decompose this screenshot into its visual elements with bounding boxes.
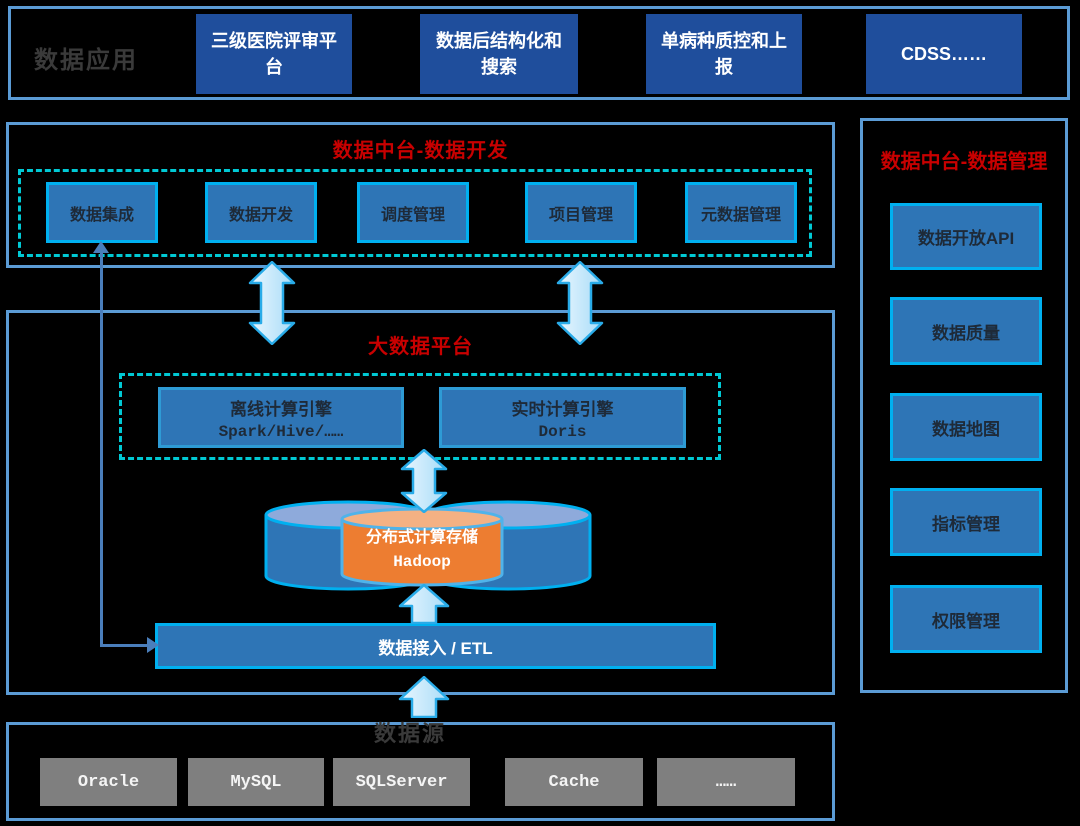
dev-dashed-group [18,169,812,257]
dev-box-data-development: 数据开发 [205,182,317,243]
mgmt-box-data-quality: 数据质量 [890,297,1042,365]
up-arrow-icon [398,584,450,624]
mgmt-layer-frame [860,118,1068,693]
connector-arrowhead-right-icon [147,637,159,653]
engine-tech: Spark/Hive/…… [218,422,344,441]
dev-box-scheduling: 调度管理 [357,182,469,243]
app-layer-frame [8,6,1070,100]
engine-tech: Doris [538,422,587,441]
double-arrow-icon [248,261,296,345]
storage-tech: Hadoop [393,553,451,571]
connector-line-vertical [100,252,103,646]
double-arrow-icon [556,261,604,345]
storage-name: 分布式计算存储 [365,529,478,546]
connector-arrowhead-up-icon [93,241,109,253]
mgmt-box-indicator-mgmt: 指标管理 [890,488,1042,556]
app-layer-label: 数据应用 [34,47,138,74]
mgmt-box-data-map: 数据地图 [890,393,1042,461]
mgmt-box-open-api: 数据开放API [890,203,1042,270]
engine-name: 实时计算引擎 [511,399,614,419]
up-arrow-icon [398,676,450,718]
mgmt-layer-title: 数据中台-数据管理 [880,151,1048,173]
source-box-sqlserver: SQLServer [333,758,470,806]
source-box-mysql: MySQL [188,758,324,806]
source-layer-label: 数据源 [373,721,446,746]
dev-box-data-integration: 数据集成 [46,182,158,243]
engine-name: 离线计算引擎 [230,399,332,419]
mgmt-box-permission-mgmt: 权限管理 [890,585,1042,653]
double-arrow-icon [400,449,448,513]
source-box-more: …… [657,758,795,806]
dev-box-metadata-mgmt: 元数据管理 [685,182,797,243]
etl-bar: 数据接入 / ETL [155,623,716,669]
app-box-structuring-search: 数据后结构化和搜索 [420,14,578,94]
source-layer-frame [6,722,835,821]
platform-layer-title: 大数据平台 [368,336,473,358]
dev-box-project-mgmt: 项目管理 [525,182,637,243]
app-box-disease-qc: 单病种质控和上报 [646,14,802,94]
source-box-oracle: Oracle [40,758,177,806]
engine-box-realtime: 实时计算引擎 Doris [439,387,686,448]
storage-cylinders-icon [264,500,592,591]
connector-line-horizontal [100,644,150,647]
engine-box-offline: 离线计算引擎 Spark/Hive/…… [158,387,404,448]
storage-label: 分布式计算存储 Hadoop [342,526,502,574]
dev-layer-title: 数据中台-数据开发 [332,140,509,162]
app-box-hospital-review: 三级医院评审平台 [196,14,352,94]
app-box-cdss: CDSS…… [866,14,1022,94]
dev-layer-frame [6,122,835,268]
source-box-cache: Cache [505,758,643,806]
